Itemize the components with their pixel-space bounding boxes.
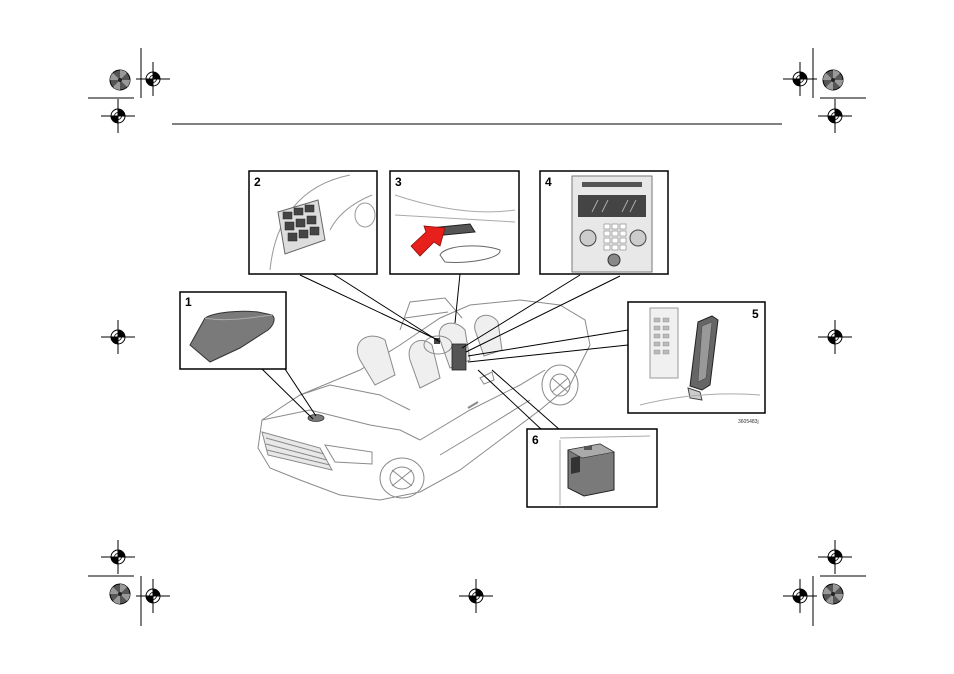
callout-panel-1: 1 (180, 292, 286, 369)
registration-mark-icon (459, 579, 493, 613)
console-marker (452, 344, 466, 370)
registration-mark-icon (783, 62, 817, 96)
callout-number: 1 (185, 295, 192, 309)
registration-mark-icon (818, 99, 852, 133)
callout-panel-3: 3 (390, 171, 519, 274)
callout-panel-4: 4 (540, 171, 668, 274)
image-code: 3605483j (738, 419, 759, 425)
registration-mark-icon (101, 540, 135, 574)
callout-number: 5 (752, 307, 759, 321)
callout-panel-6: 6 (527, 429, 657, 507)
callout-panel-5: 5 (628, 302, 765, 413)
color-wheel-icon (823, 70, 843, 90)
color-wheel-icon (110, 70, 130, 90)
color-wheel-icon (823, 584, 843, 604)
color-wheel-icon (110, 584, 130, 604)
registration-mark-icon (101, 320, 135, 354)
callout-panel-2: 2 (249, 171, 377, 274)
callout-number: 4 (545, 175, 552, 189)
registration-mark-icon (818, 540, 852, 574)
registration-mark-icon (101, 99, 135, 133)
registration-mark-icon (818, 320, 852, 354)
callout-number: 2 (254, 175, 261, 189)
callout-number: 6 (532, 433, 539, 447)
registration-mark-icon (783, 579, 817, 613)
callout-number: 3 (395, 175, 402, 189)
